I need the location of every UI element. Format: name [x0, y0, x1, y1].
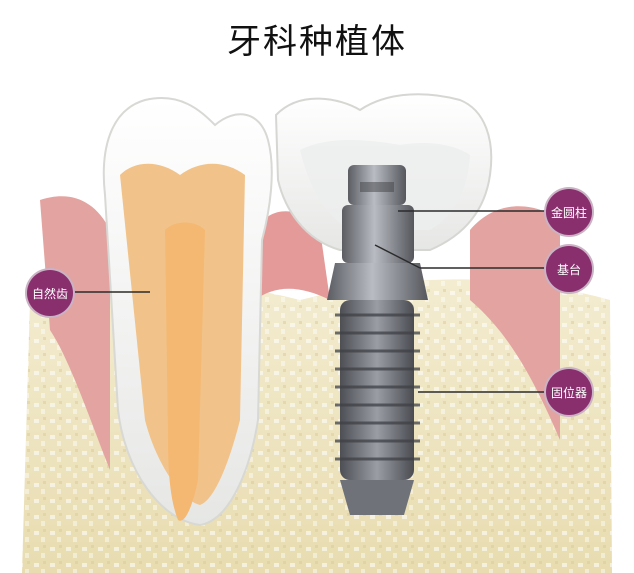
- natural-tooth: [102, 97, 273, 527]
- implant-abutment: [327, 165, 428, 300]
- leader-lines: [70, 210, 548, 393]
- diagram-title: 牙科种植体: [227, 22, 407, 62]
- label-crown: 金圆柱: [546, 189, 592, 235]
- label-fixture: 固位器: [546, 369, 592, 415]
- implant-fixture: [335, 300, 420, 515]
- label-natural-tooth: 自然齿: [27, 270, 73, 316]
- label-abutment: 基台: [546, 246, 592, 292]
